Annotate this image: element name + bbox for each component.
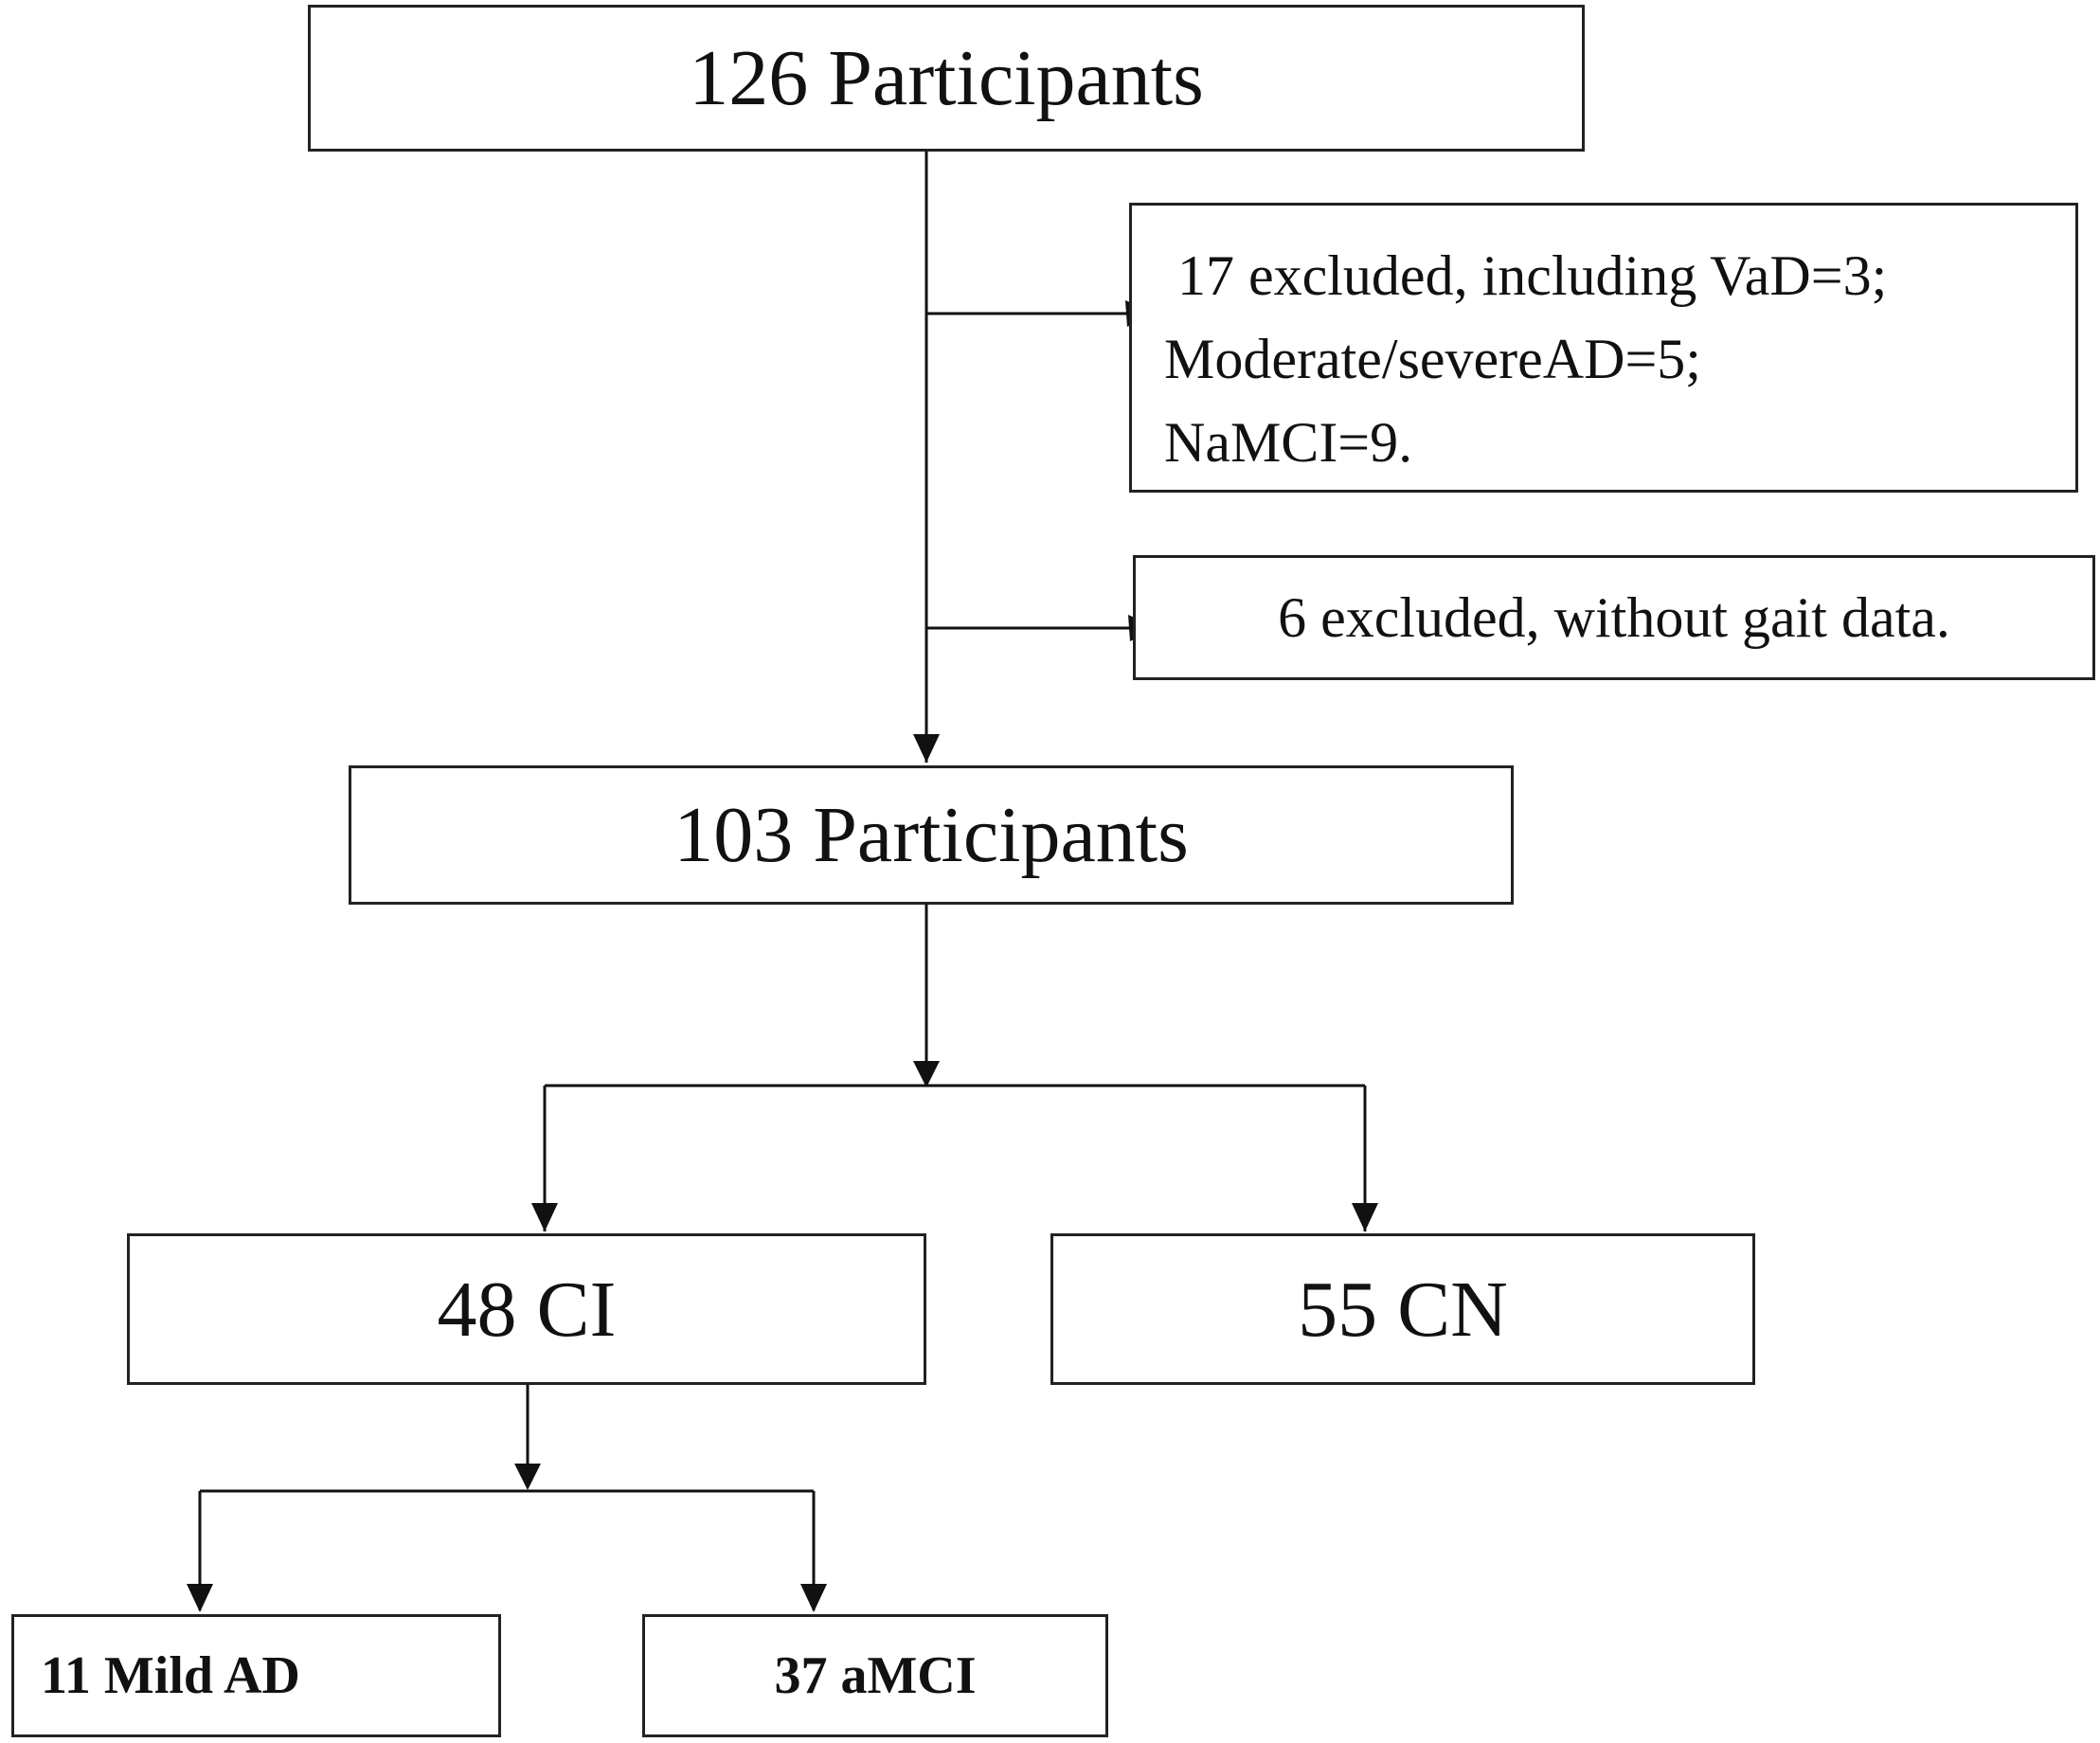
amci-box: 37 aMCI xyxy=(642,1614,1108,1737)
included-participants-box: 103 Participants xyxy=(349,765,1514,905)
exclusion-line-1: 17 excluded, including VaD=3; xyxy=(1177,244,1888,307)
ci-group-label: 48 CI xyxy=(437,1265,617,1354)
cn-group-box: 55 CN xyxy=(1050,1233,1755,1385)
included-participants-label: 103 Participants xyxy=(673,791,1189,879)
arrowhead-mild-ad xyxy=(187,1584,213,1612)
exclusion-line-3: NaMCI=9. xyxy=(1164,411,1413,474)
arrowhead-split-1 xyxy=(913,1061,940,1087)
exclusion-gait-label: 6 excluded, without gait data. xyxy=(1278,585,1950,649)
ci-group-box: 48 CI xyxy=(127,1233,926,1385)
exclusion-box-diagnosis: 17 excluded, including VaD=3; Moderate/s… xyxy=(1129,203,2078,493)
arrowhead-split-2 xyxy=(514,1464,541,1490)
amci-label: 37 aMCI xyxy=(774,1646,977,1705)
arrowhead-cn xyxy=(1352,1203,1378,1231)
mild-ad-label: 11 Mild AD xyxy=(41,1646,300,1705)
arrowhead-middle xyxy=(913,734,940,763)
total-participants-label: 126 Participants xyxy=(689,34,1204,122)
cn-group-label: 55 CN xyxy=(1298,1265,1508,1354)
exclusion-box-gait: 6 excluded, without gait data. xyxy=(1133,555,2095,680)
mild-ad-box: 11 Mild AD xyxy=(11,1614,501,1737)
arrowhead-ci xyxy=(531,1203,558,1231)
arrowhead-amci xyxy=(800,1584,827,1612)
exclusion-line-2: Moderate/severeAD=5; xyxy=(1164,328,1701,390)
total-participants-box: 126 Participants xyxy=(308,5,1585,152)
